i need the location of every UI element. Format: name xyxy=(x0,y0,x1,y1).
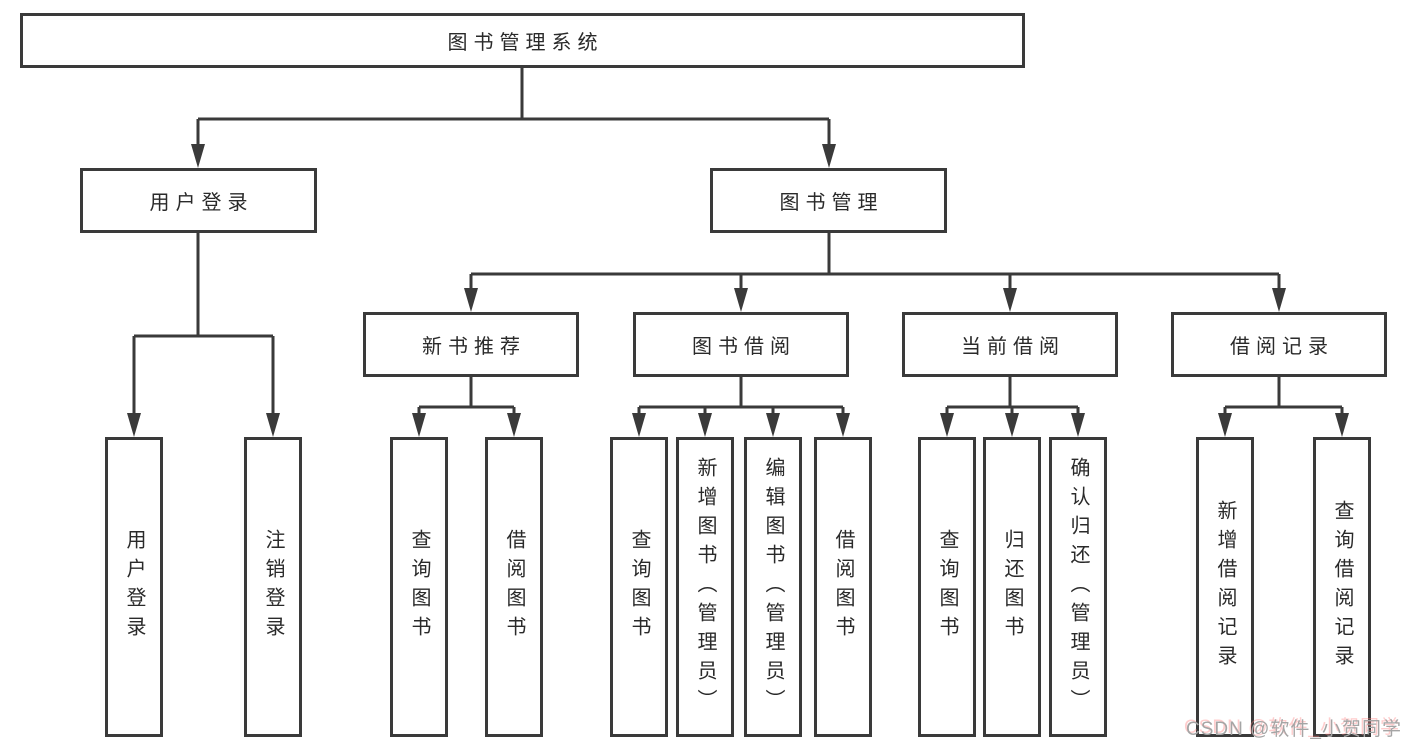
node-label: 查询借阅记录 xyxy=(1331,500,1353,674)
node-label: 用户登录 xyxy=(149,192,254,214)
node-edit-book-admin: 编辑图书（管理员） xyxy=(744,437,802,737)
node-borrowing-records: 借阅记录 xyxy=(1171,312,1387,377)
node-label: 图书借阅 xyxy=(692,336,796,358)
node-label: 编辑图书（管理员） xyxy=(762,456,784,718)
node-borrow-books-borrowing: 借阅图书 xyxy=(814,437,872,737)
node-label: 当前借阅 xyxy=(961,336,1065,358)
node-add-borrow-record: 新增借阅记录 xyxy=(1196,437,1254,737)
node-label: 新增借阅记录 xyxy=(1214,500,1236,674)
node-label: 确认归还（管理员） xyxy=(1067,456,1089,718)
node-logout: 注销登录 xyxy=(244,437,302,737)
node-book-management: 图书管理 xyxy=(710,168,947,233)
node-label: 查询图书 xyxy=(936,529,958,645)
node-label: 归还图书 xyxy=(1001,529,1023,645)
node-label: 新增图书（管理员） xyxy=(694,456,716,718)
node-user-login: 用户登录 xyxy=(105,437,163,737)
node-label: 用户登录 xyxy=(123,529,145,645)
node-label: 借阅图书 xyxy=(832,529,854,645)
node-query-books-borrowing: 查询图书 xyxy=(610,437,668,737)
node-book-borrowing: 图书借阅 xyxy=(633,312,849,377)
node-label: 注销登录 xyxy=(262,529,284,645)
node-label: 借阅记录 xyxy=(1230,336,1334,358)
node-new-book-recommendation: 新书推荐 xyxy=(363,312,579,377)
node-label: 查询图书 xyxy=(628,529,650,645)
node-confirm-return-admin: 确认归还（管理员） xyxy=(1049,437,1107,737)
node-label: 借阅图书 xyxy=(503,529,525,645)
node-user-login-group: 用户登录 xyxy=(80,168,317,233)
node-query-books-recommend: 查询图书 xyxy=(390,437,448,737)
node-add-book-admin: 新增图书（管理员） xyxy=(676,437,734,737)
node-label: 图书管理系统 xyxy=(447,32,604,54)
node-label: 查询图书 xyxy=(408,529,430,645)
node-current-borrowing: 当前借阅 xyxy=(902,312,1118,377)
node-return-book: 归还图书 xyxy=(983,437,1041,737)
node-label: 新书推荐 xyxy=(422,336,526,358)
node-label: 图书管理 xyxy=(779,192,884,214)
node-library-system: 图书管理系统 xyxy=(20,13,1025,68)
node-query-borrow-record: 查询借阅记录 xyxy=(1313,437,1371,737)
csdn-watermark: CSDN @软件_小贺同学 xyxy=(1186,719,1402,740)
node-borrow-books-recommend: 借阅图书 xyxy=(485,437,543,737)
node-query-books-current: 查询图书 xyxy=(918,437,976,737)
